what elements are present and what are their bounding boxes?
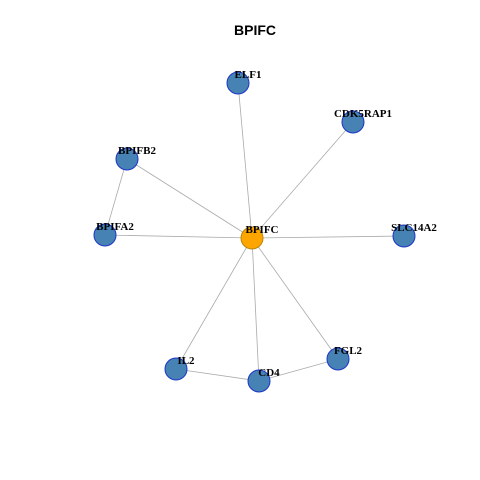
node-fgl2 [326, 347, 350, 371]
node-label-slc14a2: SLC14A2 [391, 222, 437, 234]
node-cd4 [247, 369, 271, 393]
edge-il2-cd4 [175, 368, 260, 382]
edge-layer [104, 82, 405, 382]
node-elf1 [226, 71, 250, 95]
edge-cd4-fgl2 [258, 358, 339, 382]
node-label-elf1: ELF1 [235, 69, 262, 81]
edge-bpifb2-bpifa2 [104, 158, 128, 236]
edge-bpifc-cdk5rap1 [251, 121, 354, 239]
node-bpifb2 [115, 147, 139, 171]
node-bpifa2 [93, 223, 117, 247]
edge-bpifc-bpifb2 [126, 158, 253, 239]
node-il2 [164, 357, 188, 381]
node-label-bpifc: BPIFC [246, 224, 279, 236]
edge-bpifc-elf1 [237, 82, 253, 239]
node-cdk5rap1 [341, 110, 365, 134]
node-label-fgl2: FGL2 [334, 345, 363, 357]
node-label-bpifb2: BPIFB2 [118, 145, 156, 157]
node-label-cd4: CD4 [258, 367, 280, 379]
edge-bpifc-bpifa2 [104, 234, 253, 239]
diagram-title: BPIFC [234, 22, 276, 38]
edge-bpifc-il2 [175, 237, 253, 370]
edge-bpifc-slc14a2 [251, 235, 405, 239]
node-layer [93, 71, 416, 393]
node-label-il2: IL2 [177, 355, 195, 367]
node-slc14a2 [392, 224, 416, 248]
node-bpifc [240, 226, 264, 250]
node-label-cdk5rap1: CDK5RAP1 [334, 108, 392, 120]
edge-bpifc-cd4 [251, 237, 260, 382]
node-label-bpifa2: BPIFA2 [96, 221, 134, 233]
edge-bpifc-fgl2 [251, 237, 339, 360]
